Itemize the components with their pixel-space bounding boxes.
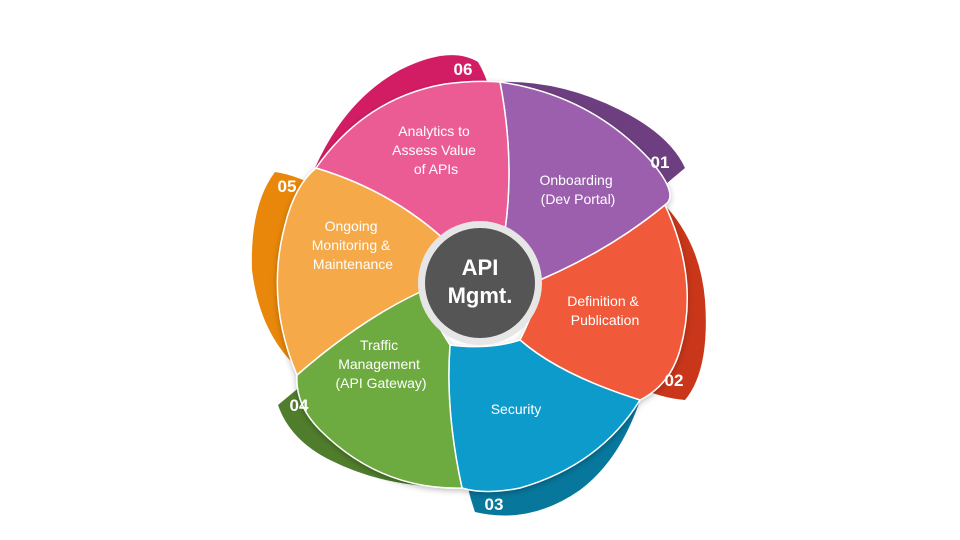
center-title-line1: API bbox=[462, 255, 499, 280]
segment-05-number: 05 bbox=[278, 177, 297, 196]
center-circle bbox=[425, 228, 535, 338]
segment-05-label: Ongoing Monitoring & Maintenance bbox=[312, 218, 394, 272]
segment-06-label: Analytics to Assess Value of APIs bbox=[392, 123, 480, 177]
center-title-line2: Mgmt. bbox=[448, 283, 513, 308]
segment-04-number: 04 bbox=[290, 396, 309, 415]
segment-03-label: Security bbox=[491, 401, 542, 417]
segment-03-number: 03 bbox=[485, 495, 504, 514]
segment-06-number: 06 bbox=[454, 60, 473, 79]
segment-01-label: Onboarding (Dev Portal) bbox=[539, 172, 616, 207]
segment-02-number: 02 bbox=[665, 371, 684, 390]
segment-01-number: 01 bbox=[651, 153, 670, 172]
segment-06-petal[interactable] bbox=[314, 80, 510, 241]
segment-02-label: Definition & Publication bbox=[567, 293, 642, 328]
segment-04-label: Traffic Management (API Gateway) bbox=[335, 337, 426, 391]
